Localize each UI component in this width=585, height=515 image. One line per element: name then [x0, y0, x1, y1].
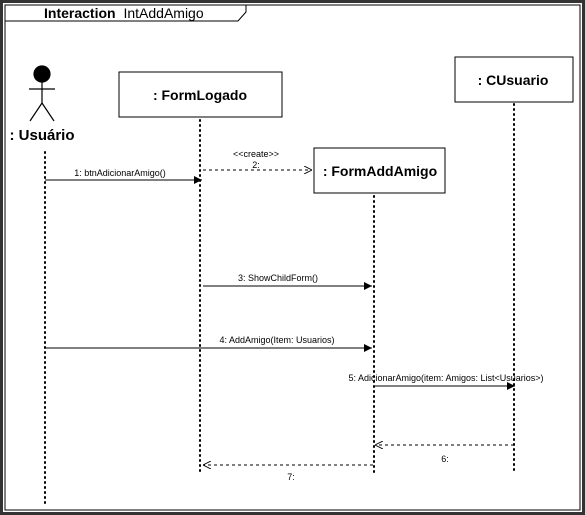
lifeline-box-formlogado	[118, 71, 283, 118]
message-1-label: 1: btnAdicionarAmigo()	[74, 168, 166, 178]
lifeline-label-cusuario: : CUsuario	[478, 72, 549, 88]
lifeline-box-cusuario	[454, 56, 574, 103]
frame-title: Interaction IntAddAmigo	[44, 5, 204, 21]
message-2-stereotype: <<create>>	[233, 149, 279, 159]
lifeline-label-formlogado: : FormLogado	[153, 87, 247, 103]
actor-icon	[29, 65, 55, 122]
message-7-label: 7:	[287, 472, 295, 482]
frame-keyword: Interaction	[44, 5, 116, 21]
lifeline-box-formaddamigo	[313, 147, 446, 194]
message-3-label: 3: ShowChildForm()	[238, 273, 318, 283]
frame-name: IntAddAmigo	[123, 5, 203, 21]
actor-label: : Usuário	[9, 127, 74, 144]
message-5-label: 5: AdicionarAmigo(item: Amigos: List<Usu…	[348, 373, 543, 383]
frame-title-tab	[4, 4, 247, 22]
message-4-label: 4: AddAmigo(Item: Usuarios)	[219, 335, 334, 345]
message-6-label: 6:	[441, 454, 449, 464]
frame-border	[4, 4, 581, 511]
lifeline-label-formaddamigo: : FormAddAmigo	[323, 163, 437, 179]
message-2-label: 2:	[252, 160, 260, 170]
